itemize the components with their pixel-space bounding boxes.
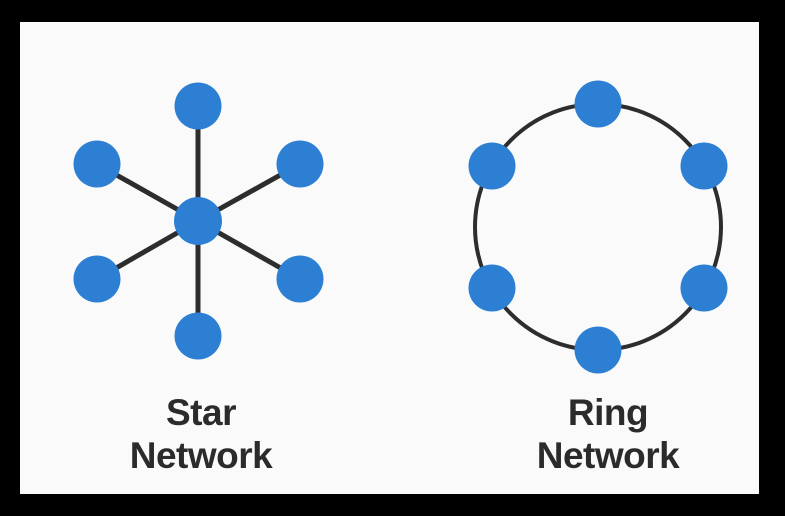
- diagram-canvas: Star Network Ring Network: [20, 22, 759, 494]
- star-network-node-bottom: [174, 312, 222, 360]
- ring-network-node-lower-right: [680, 264, 728, 312]
- ring-network-link-ring: [473, 102, 723, 352]
- ring-network-diagram: [468, 80, 728, 374]
- star-network-label: Star Network: [61, 391, 341, 477]
- ring-network-label: Ring Network: [468, 391, 748, 477]
- ring-network-node-top: [574, 80, 622, 128]
- ring-label-line-1: Ring: [567, 392, 649, 433]
- star-network-node-upper-left: [73, 140, 121, 188]
- ring-label-line-2: Network: [536, 435, 680, 476]
- ring-network-node-upper-left: [468, 142, 516, 190]
- star-network-node-hub: [174, 197, 222, 245]
- star-network-node-lower-left: [73, 255, 121, 303]
- star-network-node-lower-right: [276, 255, 324, 303]
- ring-network-node-upper-right: [680, 142, 728, 190]
- star-label-line-1: Star: [166, 392, 236, 433]
- star-label-line-2: Network: [129, 435, 273, 476]
- ring-network-node-lower-left: [468, 264, 516, 312]
- star-network-diagram: [73, 82, 324, 360]
- ring-network-node-bottom: [574, 326, 622, 374]
- star-network-node-upper-right: [276, 140, 324, 188]
- star-network-node-top: [174, 82, 222, 130]
- network-topology-svg: [73, 80, 728, 374]
